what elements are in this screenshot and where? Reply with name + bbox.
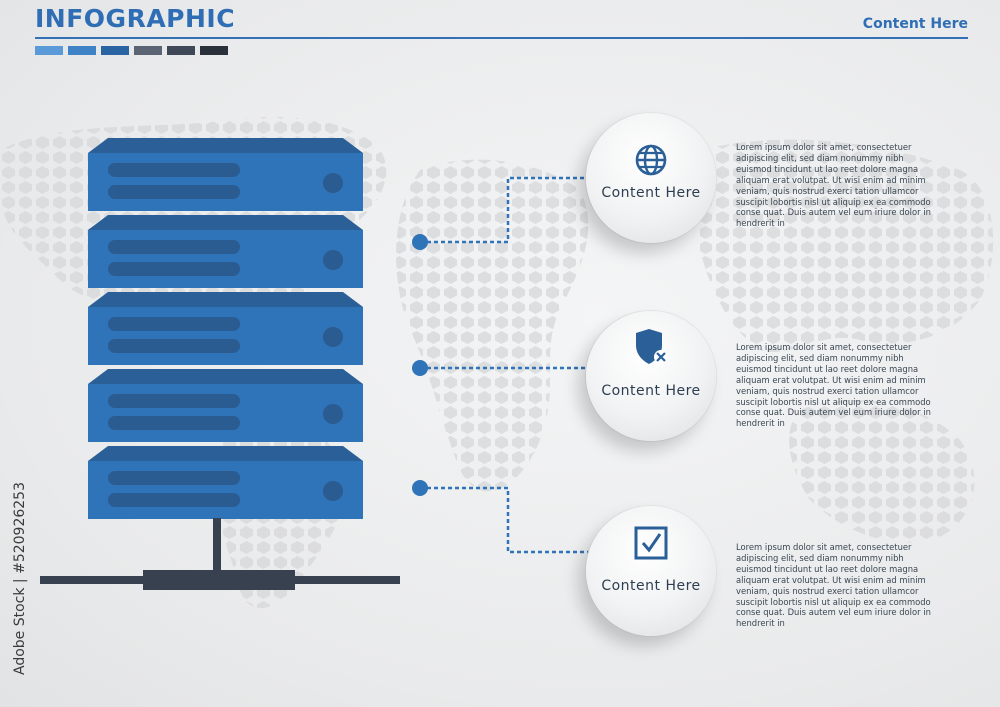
server-drive-slot xyxy=(108,240,240,254)
server-power-light xyxy=(323,173,343,193)
server-unit-front xyxy=(88,384,363,442)
network-base-block xyxy=(143,570,295,590)
swatch xyxy=(35,46,63,55)
server-drive-slot xyxy=(108,339,240,353)
item-description: Lorem ipsum dolor sit amet, consectetuer… xyxy=(736,142,931,229)
connector-2 xyxy=(412,360,590,376)
server-unit-top xyxy=(88,215,363,230)
server-drive-slot xyxy=(108,185,240,199)
connector-dot xyxy=(412,480,428,496)
content-circle-3: Content Here xyxy=(586,506,716,636)
swatch xyxy=(167,46,195,55)
server-drive-slot xyxy=(108,394,240,408)
circle-label: Content Here xyxy=(601,383,701,399)
server-unit xyxy=(88,292,363,365)
globe-icon xyxy=(635,144,667,176)
circle-label: Content Here xyxy=(601,185,701,201)
swatch xyxy=(101,46,129,55)
server-stand-pole xyxy=(213,518,221,574)
server-power-light xyxy=(323,327,343,347)
server-drive-slot xyxy=(108,163,240,177)
server-unit xyxy=(88,138,363,211)
checkbox-icon xyxy=(634,526,668,560)
server-unit xyxy=(88,215,363,288)
server-unit-top xyxy=(88,446,363,461)
header-divider xyxy=(35,37,968,39)
server-unit-front xyxy=(88,461,363,519)
page-title: INFOGRAPHIC xyxy=(35,4,236,33)
swatch xyxy=(68,46,96,55)
item-description: Lorem ipsum dolor sit amet, consectetuer… xyxy=(736,342,931,429)
shield-wrench-icon xyxy=(636,329,668,364)
connector-dot xyxy=(412,234,428,250)
server-power-light xyxy=(323,250,343,270)
color-swatches xyxy=(35,46,228,55)
stock-watermark-text: Adobe Stock | #520926253 xyxy=(12,482,28,675)
item-description: Lorem ipsum dolor sit amet, consectetuer… xyxy=(736,542,931,629)
server-stack xyxy=(88,138,363,519)
connector-dot xyxy=(412,360,428,376)
server-unit xyxy=(88,369,363,442)
content-circle-2: Content Here xyxy=(586,311,716,441)
server-unit-top xyxy=(88,369,363,384)
server-drive-slot xyxy=(108,493,240,507)
world-map-hex-background xyxy=(0,116,994,609)
server-unit-top xyxy=(88,292,363,307)
server-unit xyxy=(88,446,363,519)
server-power-light xyxy=(323,481,343,501)
swatch xyxy=(200,46,228,55)
server-unit-front xyxy=(88,230,363,288)
header-content-label: Content Here xyxy=(862,16,968,32)
server-drive-slot xyxy=(108,262,240,276)
stock-watermark: Adobe Stock | #520926253 xyxy=(12,470,32,675)
server-drive-slot xyxy=(108,471,240,485)
server-power-light xyxy=(323,404,343,424)
content-circle-1: Content Here xyxy=(586,113,716,243)
connector-1 xyxy=(412,176,590,250)
server-drive-slot xyxy=(108,416,240,430)
swatch xyxy=(134,46,162,55)
server-unit-front xyxy=(88,307,363,365)
connector-3 xyxy=(412,480,590,554)
circle-label: Content Here xyxy=(601,578,701,594)
server-unit-front xyxy=(88,153,363,211)
server-unit-top xyxy=(88,138,363,153)
server-drive-slot xyxy=(108,317,240,331)
